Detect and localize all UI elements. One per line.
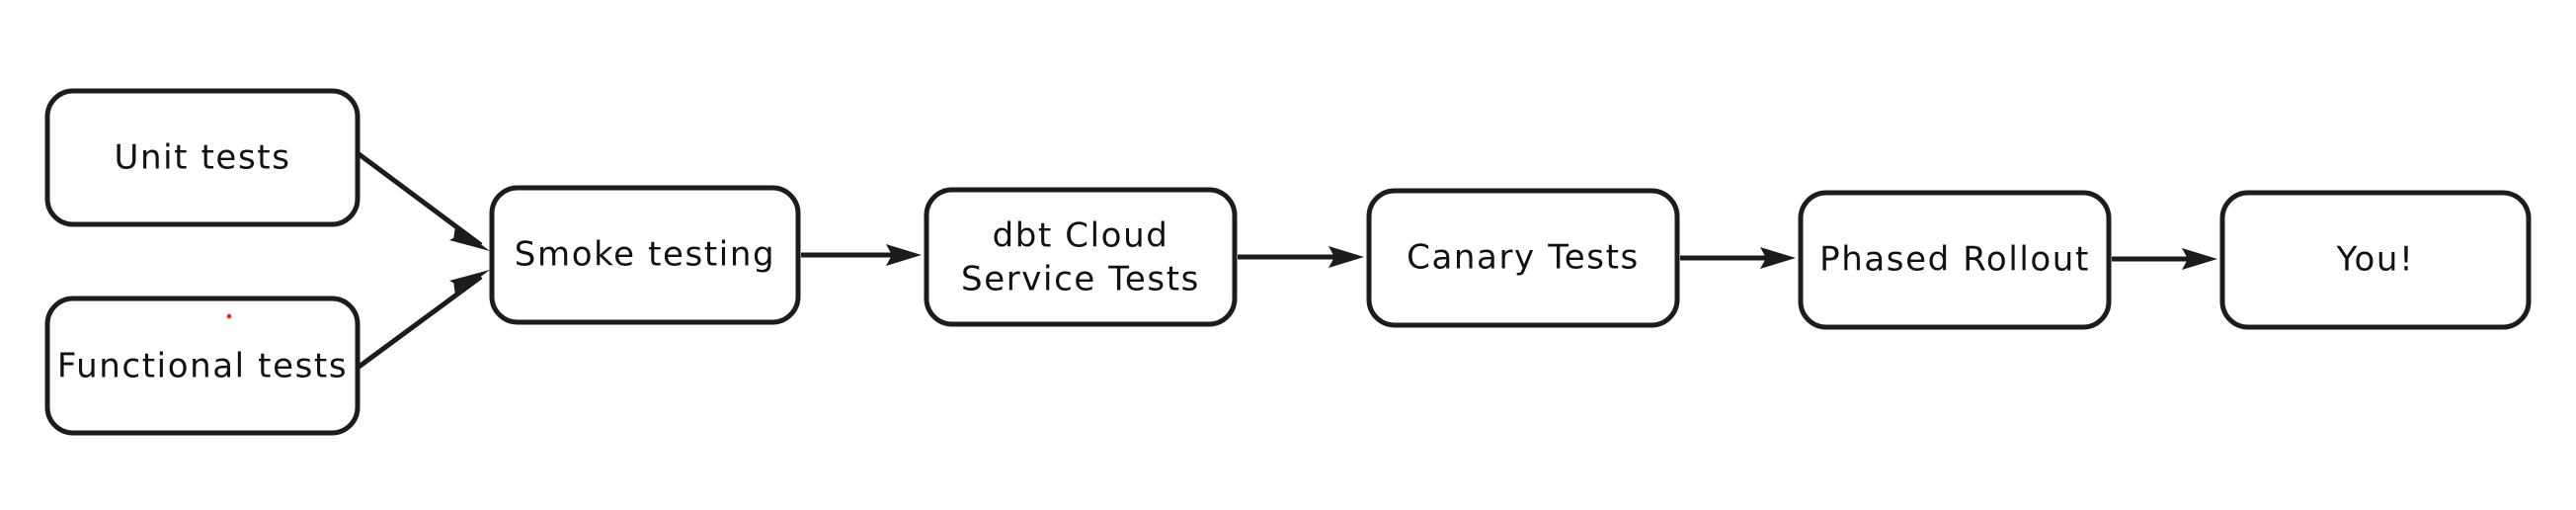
- edge-smoke-to-dbt: [801, 244, 922, 266]
- node-dbt-cloud-service-tests-shape[interactable]: [924, 187, 1238, 327]
- edge-dbt-to-canary: [1238, 246, 1364, 268]
- edge-canary-to-phased: [1680, 247, 1796, 269]
- node-canary-tests-shape[interactable]: [1366, 188, 1680, 328]
- node-dbt-cloud-service-tests-label-line1: dbt Cloud: [993, 216, 1169, 256]
- node-functional-tests[interactable]: Functional tests: [44, 296, 361, 436]
- node-you-shape[interactable]: [2219, 190, 2532, 330]
- node-phased-rollout-shape[interactable]: [1798, 190, 2112, 330]
- node-canary-tests-label: Canary Tests: [1407, 238, 1640, 278]
- node-functional-tests-label: Functional tests: [57, 347, 348, 386]
- edge-phased-to-you: [2112, 248, 2217, 270]
- node-unit-tests[interactable]: Unit tests: [44, 88, 361, 227]
- node-unit-tests-label: Unit tests: [114, 138, 290, 178]
- node-phased-rollout-label: Phased Rollout: [1819, 240, 2090, 280]
- edge-functional-to-smoke: [356, 270, 490, 371]
- node-smoke-testing-shape[interactable]: [489, 185, 801, 325]
- node-smoke-testing[interactable]: Smoke testing: [489, 185, 801, 325]
- node-dbt-cloud-service-tests-label-line2: Service Tests: [961, 260, 1200, 299]
- node-you-label: You!: [2336, 240, 2415, 280]
- edge-unit-to-smoke: [356, 150, 490, 251]
- node-canary-tests[interactable]: Canary Tests: [1366, 188, 1680, 328]
- node-dbt-cloud-service-tests[interactable]: dbt Cloud Service Tests: [924, 187, 1238, 327]
- node-phased-rollout[interactable]: Phased Rollout: [1798, 190, 2112, 330]
- node-smoke-testing-label: Smoke testing: [515, 235, 775, 275]
- node-functional-tests-shape[interactable]: [44, 296, 361, 436]
- red-speck-artifact: [226, 313, 232, 319]
- node-unit-tests-shape[interactable]: [44, 88, 361, 227]
- node-you[interactable]: You!: [2219, 190, 2532, 330]
